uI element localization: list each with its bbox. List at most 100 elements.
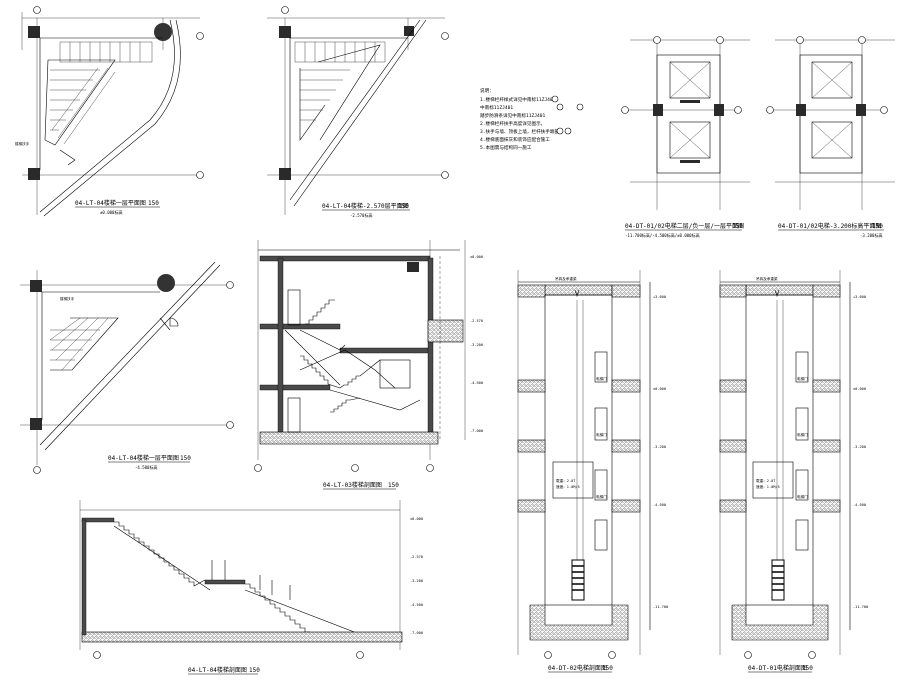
axis-bubble-icon bbox=[226, 421, 234, 429]
note-line: 2.楼梯栏杆扶手高度详见图示， bbox=[480, 120, 545, 127]
axis-bubble-icon bbox=[441, 32, 449, 40]
general-notes: 说明： 1.楼梯栏杆样式详见中南标11ZJ401 中南标11ZJ401 踏步防滑… bbox=[480, 87, 584, 151]
elevator-car-icon: 载重：2.0T 速度：1.0M/S bbox=[552, 461, 594, 499]
axis-bubble-icon bbox=[351, 464, 359, 472]
drawing-scale: 150 bbox=[148, 200, 159, 207]
svg-text:-2.570: -2.570 bbox=[470, 319, 483, 323]
axis-bubble-icon bbox=[744, 651, 752, 659]
elevator-car-icon bbox=[669, 61, 711, 159]
level-label: -3.200标高 bbox=[860, 232, 882, 238]
door-label: 电梯门 bbox=[797, 494, 808, 499]
axis-bubble-icon bbox=[281, 6, 289, 14]
stair-flight-upper bbox=[114, 521, 206, 587]
axis-bubble-icon bbox=[608, 651, 616, 659]
detail-ref-icon bbox=[551, 95, 559, 103]
svg-text:±0.000: ±0.000 bbox=[470, 255, 483, 259]
stair-flight-lower bbox=[245, 583, 376, 641]
svg-text:-2.570: -2.570 bbox=[410, 555, 423, 559]
note-line: 5.本图需与结构同一施工 bbox=[480, 144, 532, 151]
hook-icon bbox=[774, 289, 780, 297]
note-line: 4.楼梯底面抹灰和装饰应配合施工 bbox=[480, 136, 550, 143]
axis-bubble-icon bbox=[653, 36, 661, 44]
drawing-scale: 150 bbox=[802, 665, 813, 672]
door-frame bbox=[594, 351, 608, 383]
axis-bubble-icon bbox=[734, 106, 742, 114]
svg-text:-3.200: -3.200 bbox=[410, 579, 423, 583]
counterweight-icon bbox=[571, 559, 585, 601]
stair-plan-2: 04-LT-04楼梯-2.570层平面图 150 -2.570标高 bbox=[267, 6, 449, 218]
hook-icon bbox=[574, 289, 580, 297]
svg-text:-3.200: -3.200 bbox=[470, 343, 483, 347]
axis-bubble-icon bbox=[716, 36, 724, 44]
door-frame bbox=[594, 407, 608, 441]
car-load: 载重：2.0T bbox=[756, 478, 776, 483]
level-label: -4.500标高 bbox=[135, 464, 157, 470]
elevator-section-dt01: 吊钩及承重梁 电梯门 电梯门 电梯门 载重：2.0T 速度：1.0M/S bbox=[719, 270, 868, 673]
svg-text:+3.600: +3.600 bbox=[853, 295, 866, 299]
drawing-title: 04-LT-04楼梯一层平面图 bbox=[75, 199, 146, 207]
axis-bubble-icon bbox=[196, 171, 204, 179]
elevator-section-dt02: 吊钩及承重梁 电梯门 电梯门 电梯门 载重：2.0T 速度：1.0M/S bbox=[517, 270, 668, 673]
svg-text:-3.200: -3.200 bbox=[853, 445, 866, 449]
svg-text:楼梯扶手: 楼梯扶手 bbox=[60, 296, 75, 301]
elevator-plan-1: 04-DT-01/02电梯二层/负一层/一层平面图 150 -11.700标高/… bbox=[621, 36, 750, 238]
svg-text:-11.700: -11.700 bbox=[653, 605, 668, 609]
drawing-scale: 150 bbox=[602, 665, 613, 672]
counterweight-icon bbox=[771, 559, 785, 601]
axis-bubble-icon bbox=[880, 106, 888, 114]
svg-text:-4.500: -4.500 bbox=[853, 503, 866, 507]
axis-bubble-icon bbox=[226, 281, 234, 289]
door-frame bbox=[795, 519, 809, 551]
drawing-title: 04-DT-01/02电梯-3.200标高平面图 bbox=[778, 222, 881, 230]
stair-section-lt03: ±0.000 -2.570 -3.200 -4.500 -7.000 04-LT… bbox=[254, 240, 483, 490]
axis-bubble-icon bbox=[621, 106, 629, 114]
note-line: 踏步防滑条详见中南标11ZJ401 bbox=[480, 112, 546, 119]
svg-text:-4.500: -4.500 bbox=[410, 603, 423, 607]
door-frame bbox=[795, 469, 809, 501]
level-label: -11.700标高/-4.500标高/±0.000标高 bbox=[625, 232, 700, 238]
stair-plan-1: 楼梯扶手 04-LT-04楼梯一层平面图 150 ±0.000标高 bbox=[15, 6, 204, 217]
axis-bubble-icon bbox=[426, 464, 434, 472]
door-label: 电梯门 bbox=[797, 376, 808, 381]
drawing-title: 04-LT-04楼梯剖面图 bbox=[188, 666, 247, 674]
detail-ref-icon bbox=[556, 127, 564, 135]
note-line: 中南标11ZJ401 bbox=[480, 104, 513, 111]
door-swing-icon bbox=[169, 317, 179, 327]
axis-bubble-icon bbox=[808, 651, 816, 659]
door-frame bbox=[594, 469, 608, 501]
drawing-scale: 150 bbox=[398, 203, 409, 210]
svg-text:楼梯扶手: 楼梯扶手 bbox=[15, 141, 30, 146]
column-round bbox=[157, 274, 175, 292]
svg-text:-7.000: -7.000 bbox=[410, 631, 423, 635]
notes-heading: 说明： bbox=[480, 87, 494, 94]
door-frame bbox=[594, 519, 608, 551]
axis-bubble-icon bbox=[254, 464, 262, 472]
car-speed: 速度：1.0M/S bbox=[756, 484, 780, 489]
svg-text:±0.000: ±0.000 bbox=[853, 387, 866, 391]
axis-bubble-icon bbox=[544, 651, 552, 659]
drawing-title: 04-DT-01/02电梯二层/负一层/一层平面图 bbox=[625, 222, 744, 230]
stair-flight-upper bbox=[59, 41, 153, 63]
drawing-title: 04-DT-02电梯剖面图 bbox=[548, 664, 607, 672]
level-label: -2.570标高 bbox=[350, 212, 372, 218]
drawing-scale: 150 bbox=[180, 455, 191, 462]
axis-bubble-icon bbox=[441, 171, 449, 179]
elevator-car-icon bbox=[811, 61, 853, 159]
axis-bubble-icon bbox=[196, 32, 204, 40]
drawing-title: 04-DT-01电梯剖面图 bbox=[748, 664, 807, 672]
door-frame bbox=[795, 351, 809, 383]
svg-text:±0.000: ±0.000 bbox=[653, 387, 666, 391]
elevator-plan-2: 04-DT-01/02电梯-3.200标高平面图 150 -3.200标高 bbox=[766, 36, 895, 238]
svg-text:-4.500: -4.500 bbox=[653, 503, 666, 507]
detail-ref-icon bbox=[564, 127, 572, 135]
door-label: 电梯门 bbox=[797, 432, 808, 437]
note-line: 1.楼梯栏杆样式详见中南标11ZJ401 bbox=[480, 96, 556, 103]
detail-ref-icon bbox=[576, 103, 584, 111]
axis-bubble-icon bbox=[858, 36, 866, 44]
axis-bubble-icon bbox=[93, 651, 101, 659]
column-round bbox=[154, 23, 172, 41]
door-label: 电梯门 bbox=[596, 432, 607, 437]
svg-text:-3.200: -3.200 bbox=[653, 445, 666, 449]
